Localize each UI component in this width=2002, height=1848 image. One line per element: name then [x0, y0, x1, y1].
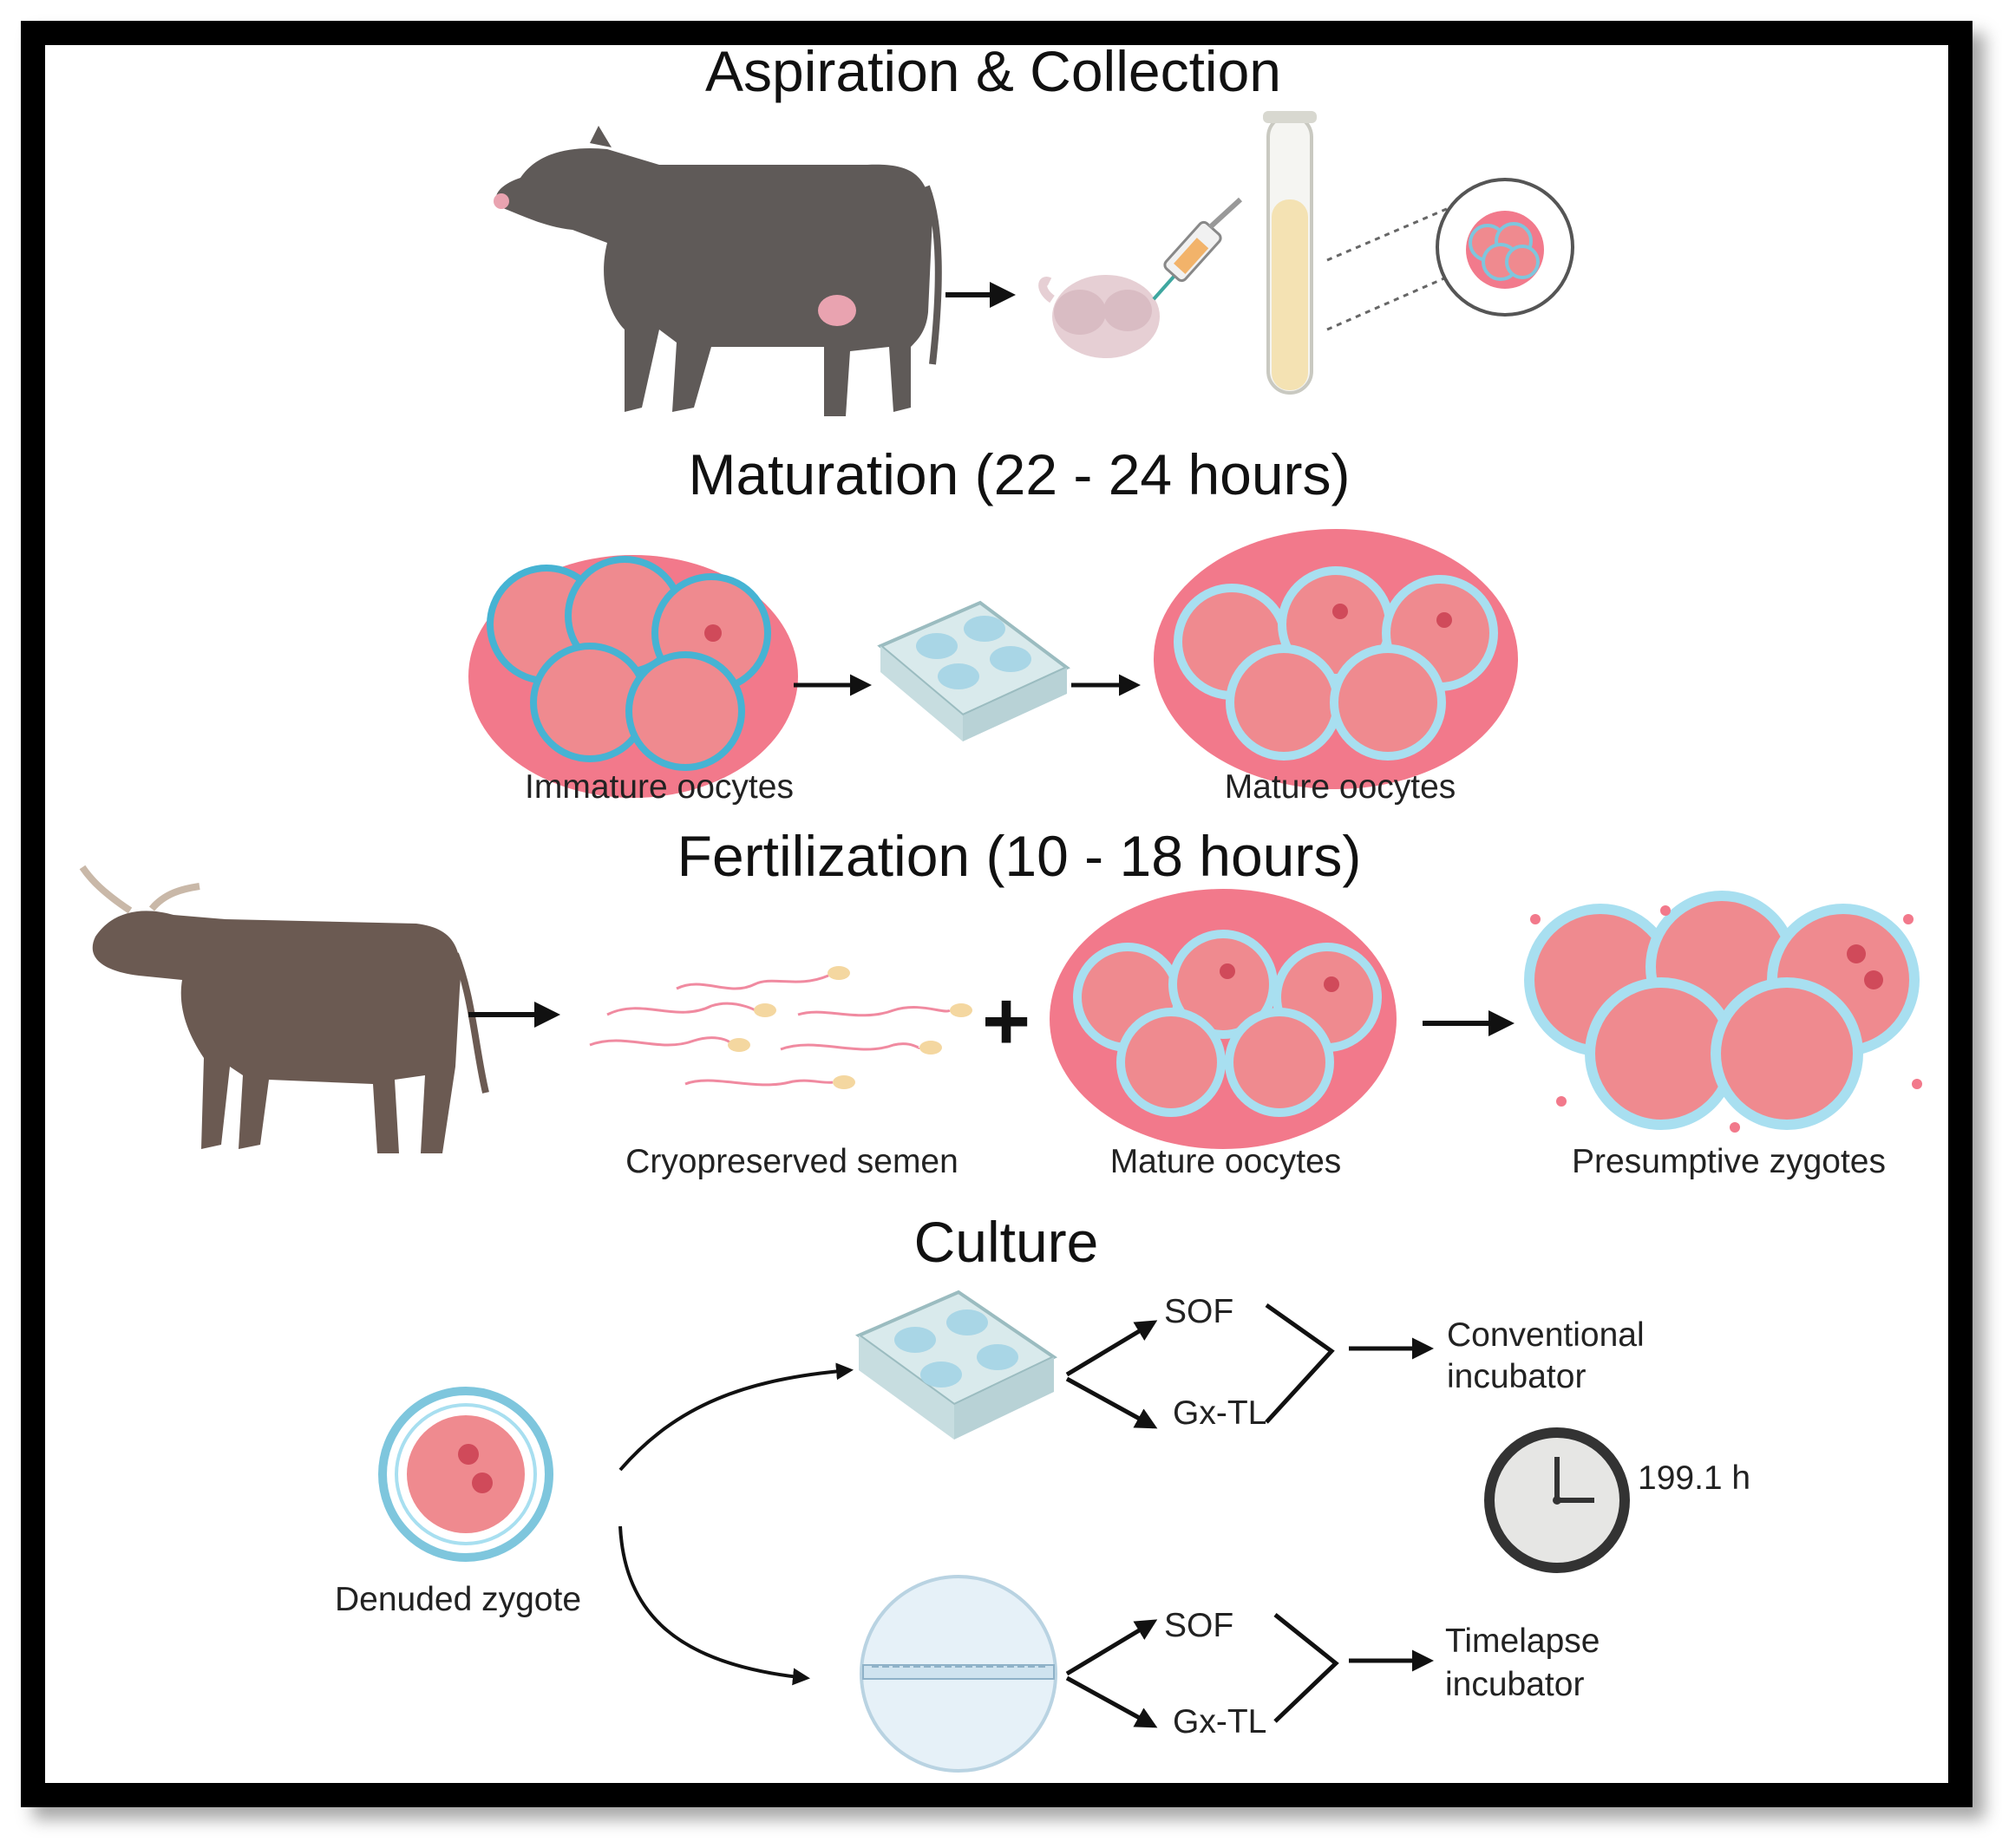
label-presumptive-zygotes: Presumptive zygotes [1572, 1143, 1886, 1180]
label-time: 199.1 h [1638, 1459, 1750, 1497]
culture-dish-plate-2 [854, 1290, 1057, 1440]
label-gxtl-2: Gx-TL [1173, 1703, 1266, 1740]
mature-oocytes-cluster-2 [1050, 889, 1397, 1149]
label-timelapse-1: Timelapse [1445, 1623, 1600, 1660]
label-mature-oocytes-2: Mature oocytes [1110, 1143, 1342, 1180]
label-sof-1: SOF [1164, 1293, 1233, 1330]
heading-culture: Culture [914, 1210, 1099, 1274]
heading-aspiration: Aspiration & Collection [705, 39, 1281, 103]
bull-illustration [79, 865, 489, 1153]
test-tube-icon [1263, 111, 1317, 395]
heading-maturation: Maturation (22 - 24 hours) [688, 442, 1350, 506]
label-conventional-1: Conventional [1447, 1316, 1645, 1354]
plus-sign: + [982, 975, 1030, 1068]
arrow-dish-to-gxtl [1065, 1675, 1158, 1728]
mature-oocytes-cluster-1 [1154, 529, 1518, 789]
label-conventional-2: incubator [1447, 1358, 1586, 1395]
label-gxtl-1: Gx-TL [1173, 1394, 1266, 1432]
culture-dish-plate-1 [877, 600, 1070, 741]
immature-oocytes-cluster [468, 555, 798, 798]
arrow-plate-to-sof [1065, 1320, 1158, 1377]
syringe-icon [1152, 197, 1243, 301]
label-timelapse-2: incubator [1445, 1666, 1584, 1703]
bracket-timelapse [1273, 1613, 1339, 1723]
presumptive-zygotes-cluster [1524, 891, 1922, 1133]
heading-fertilization: Fertilization (10 - 18 hours) [677, 824, 1362, 888]
label-cryopreserved-semen: Cryopreserved semen [625, 1143, 958, 1180]
label-denuded-zygote: Denuded zygote [335, 1581, 581, 1618]
arrow-zygote-to-timelapse-dish [618, 1525, 810, 1686]
denuded-zygote-icon [378, 1387, 553, 1562]
bracket-conventional [1265, 1303, 1335, 1424]
sperm-cells [589, 966, 972, 1089]
label-sof-2: SOF [1164, 1607, 1233, 1644]
arrow-dish-to-sof [1065, 1619, 1158, 1676]
zoom-line-top [1326, 206, 1449, 262]
arrow-plate-to-gxtl [1065, 1376, 1158, 1429]
label-immature-oocytes: Immature oocytes [525, 768, 794, 806]
zoom-circle-oocytes [1436, 178, 1574, 317]
clock-icon [1484, 1427, 1630, 1573]
label-mature-oocytes-1: Mature oocytes [1225, 768, 1456, 806]
arrow-zygote-to-plate [618, 1362, 854, 1472]
zoom-line-bottom [1326, 267, 1467, 331]
cow-illustration [494, 126, 942, 416]
timelapse-dish-icon [860, 1575, 1057, 1773]
ovary-illustration [1038, 275, 1160, 358]
figure-frame [21, 21, 1973, 1807]
